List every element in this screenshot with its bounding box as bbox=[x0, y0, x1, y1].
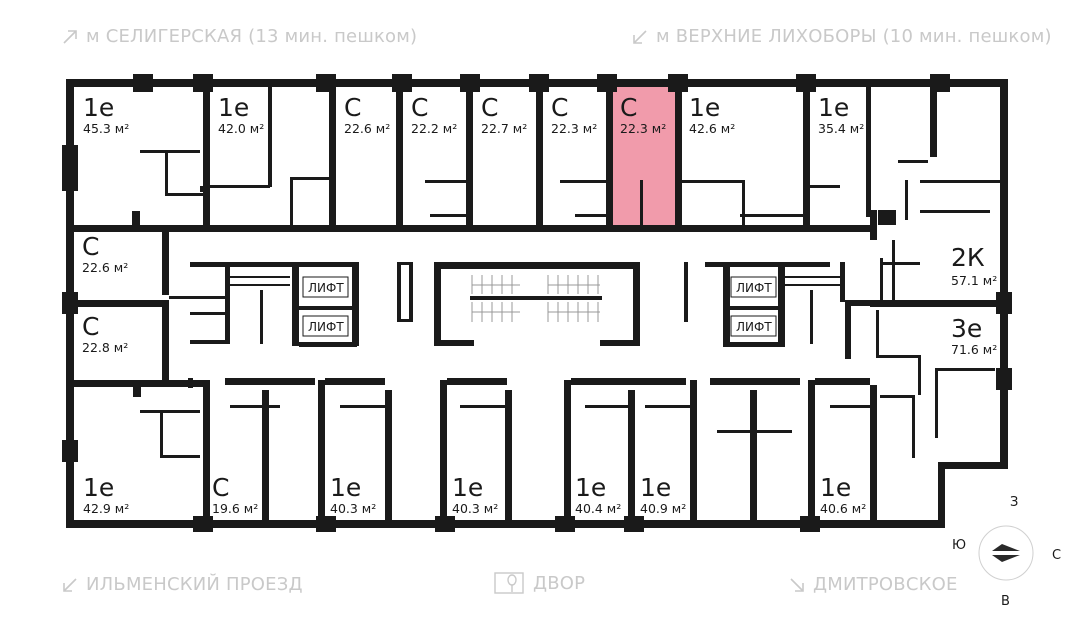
apartment-16-type[interactable]: 1е bbox=[330, 473, 361, 502]
apartment-3-area: 22.6 м² bbox=[344, 121, 390, 136]
stair-treads bbox=[471, 275, 600, 322]
apartment-13-area: 71.6 м² bbox=[951, 342, 997, 357]
apartment-14-area: 42.9 м² bbox=[83, 501, 129, 516]
apartment-15-area: 19.6 м² bbox=[212, 501, 258, 516]
apartment-6-type[interactable]: С bbox=[551, 93, 568, 122]
apartment-8-area: 42.6 м² bbox=[689, 121, 735, 136]
arrow-up-right-icon bbox=[63, 29, 77, 44]
landmark-lihobory-label: м ВЕРХНИЕ ЛИХОБОРЫ (10 мин. пешком) bbox=[656, 26, 1052, 47]
apartment-17-area: 40.3 м² bbox=[452, 501, 498, 516]
apartment-1-type[interactable]: 1е bbox=[83, 93, 114, 122]
lift-3 bbox=[730, 276, 777, 298]
apartment-20-area: 40.6 м² bbox=[820, 501, 866, 516]
apartment-18-area: 40.4 м² bbox=[575, 501, 621, 516]
apartment-19-area: 40.9 м² bbox=[640, 501, 686, 516]
apartment-2-area: 42.0 м² bbox=[218, 121, 264, 136]
lift-1 bbox=[302, 276, 349, 298]
apartment-1-area: 45.3 м² bbox=[83, 121, 129, 136]
apartment-4-area: 22.2 м² bbox=[411, 121, 457, 136]
landmark-seligerskaya-label: м СЕЛИГЕРСКАЯ (13 мин. пешком) bbox=[86, 26, 418, 47]
lift-4 bbox=[730, 315, 777, 337]
apartment-6-area: 22.3 м² bbox=[551, 121, 597, 136]
landmark-ilmenskiy-label: ИЛЬМЕНСКИЙ ПРОЕЗД bbox=[86, 574, 303, 595]
apartment-9-type[interactable]: 1е bbox=[818, 93, 849, 122]
compass-west-label: З bbox=[1010, 495, 1019, 510]
apartment-10-area: 22.6 м² bbox=[82, 260, 128, 275]
apartment-3-type[interactable]: С bbox=[344, 93, 361, 122]
lift-3-label: ЛИФТ bbox=[736, 281, 772, 295]
landmark-seligerskaya: м СЕЛИГЕРСКАЯ (13 мин. пешком) bbox=[62, 26, 417, 47]
landmark-dmitrovskoe: ДМИТРОВСКОЕ bbox=[789, 574, 958, 595]
apartment-2-type[interactable]: 1е bbox=[218, 93, 249, 122]
apartment-18-type[interactable]: 1е bbox=[575, 473, 606, 502]
apartment-17-type[interactable]: 1е bbox=[452, 473, 483, 502]
apartment-12-type[interactable]: 2К bbox=[951, 243, 985, 272]
apartment-10-type[interactable]: С bbox=[82, 232, 99, 261]
apartment-highlight bbox=[612, 87, 675, 230]
apartment-15-type[interactable]: С bbox=[212, 473, 229, 502]
landmark-dmitrovskoe-label: ДМИТРОВСКОЕ bbox=[813, 574, 958, 595]
apartment-19-type[interactable]: 1е bbox=[640, 473, 671, 502]
apartment-9-area: 35.4 м² bbox=[818, 121, 864, 136]
landmark-ilmenskiy: ИЛЬМЕНСКИЙ ПРОЕЗД bbox=[62, 574, 303, 595]
apartment-5-area: 22.7 м² bbox=[481, 121, 527, 136]
apartment-7-area: 22.3 м² bbox=[620, 121, 666, 136]
apartment-14-type[interactable]: 1е bbox=[83, 473, 114, 502]
apartment-12-area: 57.1 м² bbox=[951, 273, 997, 288]
apartment-16-area: 40.3 м² bbox=[330, 501, 376, 516]
arrow-down-left-icon bbox=[63, 577, 77, 592]
lift-4-label: ЛИФТ bbox=[736, 320, 772, 334]
compass-north-label: В bbox=[1001, 594, 1010, 609]
landmark-dvor: ДВОР bbox=[493, 572, 585, 594]
compass-east-label: С bbox=[1052, 548, 1062, 563]
apartment-13-type[interactable]: 3е bbox=[951, 314, 982, 343]
landmark-lihobory: м ВЕРХНИЕ ЛИХОБОРЫ (10 мин. пешком) bbox=[632, 26, 1052, 47]
lift-2-label: ЛИФТ bbox=[308, 320, 344, 334]
apartment-5-type[interactable]: С bbox=[481, 93, 498, 122]
lift-1-label: ЛИФТ bbox=[308, 281, 344, 295]
apartment-11-type[interactable]: С bbox=[82, 312, 99, 341]
apartment-20-type[interactable]: 1е bbox=[820, 473, 851, 502]
compass-icon bbox=[978, 525, 1034, 581]
walls bbox=[62, 74, 1012, 532]
apartment-4-type[interactable]: С bbox=[411, 93, 428, 122]
apartment-11-area: 22.8 м² bbox=[82, 340, 128, 355]
apartment-8-type[interactable]: 1е bbox=[689, 93, 720, 122]
lift-2 bbox=[302, 315, 349, 337]
arrow-down-right-icon bbox=[790, 577, 804, 592]
arrow-down-left-icon bbox=[633, 29, 647, 44]
landmark-dvor-label: ДВОР bbox=[533, 572, 586, 594]
compass-south-label: Ю bbox=[952, 538, 967, 553]
apartment-7-type[interactable]: С bbox=[620, 93, 637, 122]
tree-icon bbox=[494, 572, 524, 594]
